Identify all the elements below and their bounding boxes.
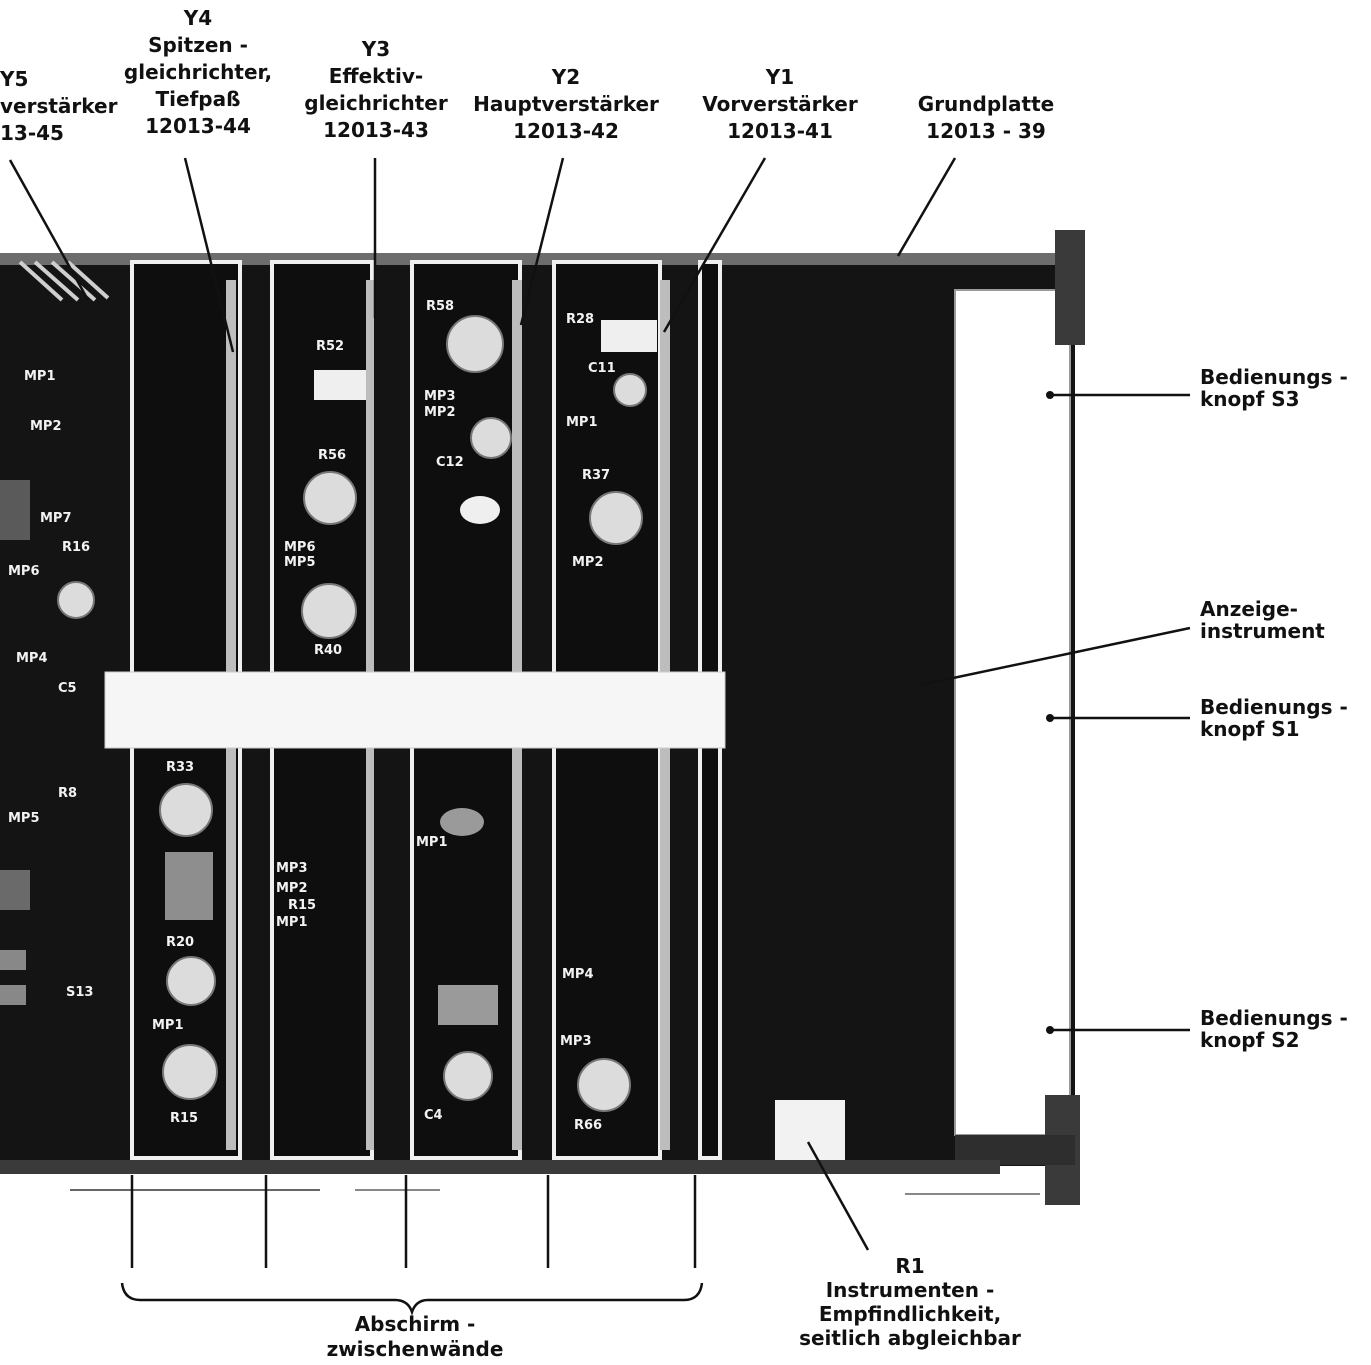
label-knopf-s2-line2: knopf S2 bbox=[1200, 1028, 1300, 1052]
label-abschirm: Abschirm - zwischenwände bbox=[310, 1312, 520, 1362]
label-abschirm-line1: Abschirm - bbox=[354, 1312, 476, 1336]
label-y3-number: 12013-43 bbox=[323, 118, 429, 142]
comp-y5-mp4: MP4 bbox=[16, 651, 48, 666]
comp-y5-mp1: MP1 bbox=[24, 369, 56, 384]
label-r1-line1: Instrumenten - bbox=[825, 1278, 995, 1302]
comp-y4-r20: R20 bbox=[166, 935, 195, 950]
comp-y1-mp3: MP3 bbox=[560, 1034, 592, 1049]
comp-y3-mp1: MP1 bbox=[276, 915, 308, 930]
label-y4: Y4 Spitzen - gleichrichter, Tiefpaß 1201… bbox=[118, 5, 278, 140]
comp-y3-r15: R15 bbox=[288, 898, 317, 913]
label-y2-number: 12013-42 bbox=[513, 119, 619, 143]
label-y5: Y5 verstärker 13-45 bbox=[0, 66, 118, 147]
chassis-bottom bbox=[0, 1160, 1000, 1174]
comp-y5-mp6: MP6 bbox=[8, 564, 40, 579]
label-r1-id: R1 bbox=[895, 1254, 925, 1278]
label-y4-name1: Spitzen - bbox=[148, 33, 248, 57]
shield-markers bbox=[130, 1175, 697, 1268]
comp-y3-r40: R40 bbox=[314, 643, 343, 658]
comp-y5-mp5: MP5 bbox=[8, 811, 40, 826]
comp-y3-r56: R56 bbox=[318, 448, 347, 463]
label-y1-id: Y1 bbox=[765, 65, 795, 89]
comp-y3-mp5: MP5 bbox=[284, 555, 316, 570]
comp-y3-mp6: MP6 bbox=[284, 540, 316, 555]
label-grundplatte-name: Grundplatte bbox=[917, 92, 1055, 116]
top-flange bbox=[1055, 230, 1085, 345]
comp-y2-mp3: MP3 bbox=[424, 389, 456, 404]
comp-y2-c12: C12 bbox=[436, 455, 464, 470]
label-r1-line2: Empfindlichkeit, bbox=[818, 1302, 1002, 1326]
comp-y1-mp4: MP4 bbox=[562, 967, 594, 982]
abschirm-brace bbox=[120, 1282, 704, 1316]
comp-y1-mp1: MP1 bbox=[566, 415, 598, 430]
comp-y5-r16: R16 bbox=[62, 540, 91, 555]
label-knopf-s1: Bedienungs - knopf S1 bbox=[1200, 696, 1348, 740]
comp-y3-mp2: MP2 bbox=[276, 881, 308, 896]
label-r1: R1 Instrumenten - Empfindlichkeit, seitl… bbox=[790, 1254, 1030, 1350]
label-y3: Y3 Effektiv- gleichrichter 12013-43 bbox=[296, 36, 456, 144]
comp-y2-mp1: MP1 bbox=[416, 835, 448, 850]
comp-y5-mp2: MP2 bbox=[30, 419, 62, 434]
label-y4-number: 12013-44 bbox=[145, 114, 251, 138]
label-y5-name: verstärker bbox=[0, 94, 118, 118]
label-y5-id: Y5 bbox=[0, 67, 29, 91]
label-grundplatte-number: 12013 - 39 bbox=[926, 119, 1046, 143]
label-y3-name1: Effektiv- bbox=[328, 64, 424, 88]
label-y2: Y2 Hauptverstärker 12013-42 bbox=[466, 64, 666, 145]
label-anzeige-line1: Anzeige- bbox=[1200, 597, 1298, 621]
comp-y1-mp2: MP2 bbox=[572, 555, 604, 570]
label-y4-name3: Tiefpaß bbox=[155, 87, 241, 111]
comp-y2-r58: R58 bbox=[426, 299, 455, 314]
side-rail bbox=[954, 289, 1071, 1136]
label-knopf-s3-line1: Bedienungs - bbox=[1200, 365, 1348, 389]
comp-y2-mp2: MP2 bbox=[424, 405, 456, 420]
label-knopf-s2-line1: Bedienungs - bbox=[1200, 1006, 1348, 1030]
comp-y1-r37: R37 bbox=[582, 468, 611, 483]
label-y1-name: Vorverstärker bbox=[702, 92, 858, 116]
label-y3-name2: gleichrichter bbox=[304, 91, 448, 115]
label-knopf-s1-line2: knopf S1 bbox=[1200, 717, 1300, 741]
comp-y1-c11: C11 bbox=[588, 361, 616, 376]
comp-y4-r15: R15 bbox=[170, 1111, 199, 1126]
comp-y5-c5: C5 bbox=[58, 681, 77, 696]
label-y4-id: Y4 bbox=[183, 6, 213, 30]
label-y3-id: Y3 bbox=[361, 37, 391, 61]
label-y1: Y1 Vorverstärker 12013-41 bbox=[690, 64, 870, 145]
label-grundplatte: Grundplatte 12013 - 39 bbox=[906, 91, 1066, 145]
label-r1-line3: seitlich abgleichbar bbox=[799, 1326, 1021, 1350]
label-y1-number: 12013-41 bbox=[727, 119, 833, 143]
comp-y3-r52: R52 bbox=[316, 339, 345, 354]
label-knopf-s3: Bedienungs - knopf S3 bbox=[1200, 366, 1348, 410]
label-y4-name2: gleichrichter, bbox=[123, 60, 273, 84]
comp-y5-r8: R8 bbox=[58, 786, 78, 801]
comp-y4-mp1: MP1 bbox=[152, 1018, 184, 1033]
label-knopf-s2: Bedienungs - knopf S2 bbox=[1200, 1007, 1348, 1051]
label-y2-id: Y2 bbox=[551, 65, 581, 89]
comp-y4-r33: R33 bbox=[166, 760, 195, 775]
label-anzeige: Anzeige- instrument bbox=[1200, 598, 1325, 642]
comp-y3-mp3: MP3 bbox=[276, 861, 308, 876]
potentiometers bbox=[57, 315, 647, 1112]
callout-lines bbox=[8, 157, 1191, 1251]
label-knopf-s1-line1: Bedienungs - bbox=[1200, 695, 1348, 719]
comp-y1-r66: R66 bbox=[574, 1118, 603, 1133]
comp-y5-mp7: MP7 bbox=[40, 511, 72, 526]
label-y2-name: Hauptverstärker bbox=[473, 92, 659, 116]
label-abschirm-line2: zwischenwände bbox=[326, 1337, 504, 1361]
comp-y1-r28: R28 bbox=[566, 312, 595, 327]
comp-y2-c4: C4 bbox=[424, 1108, 443, 1123]
label-knopf-s3-line2: knopf S3 bbox=[1200, 387, 1300, 411]
comp-y5-s13: S13 bbox=[66, 985, 94, 1000]
cross-bar bbox=[104, 671, 726, 749]
label-anzeige-line2: instrument bbox=[1200, 619, 1325, 643]
label-y5-number: 13-45 bbox=[0, 121, 64, 145]
